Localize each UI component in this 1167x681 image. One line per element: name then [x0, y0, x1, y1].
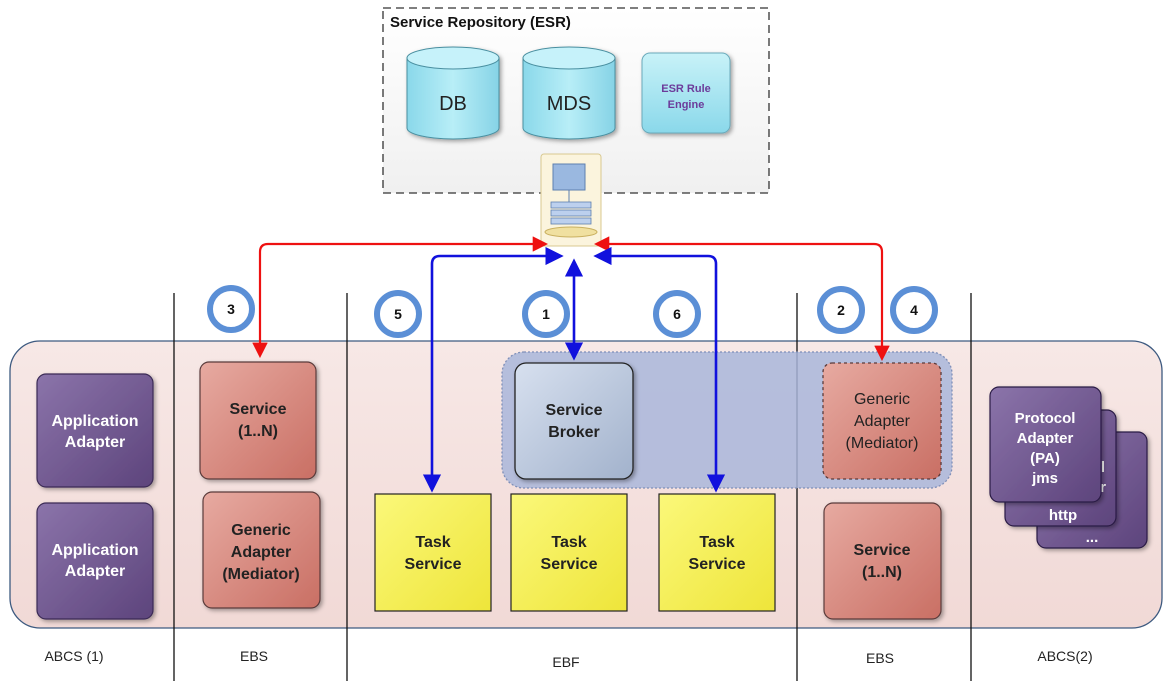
service-broker[interactable]: Service Broker — [514, 362, 634, 480]
ebs-generic-adapter-line2: Adapter — [231, 544, 291, 561]
ebs-generic-adapter-line3: (Mediator) — [222, 566, 299, 583]
task-service-1-line1: Task — [415, 534, 450, 551]
step-4-label: 4 — [910, 302, 918, 318]
server-icon — [540, 153, 602, 247]
task-service-2[interactable]: Task Service — [510, 493, 628, 612]
app-adapter-top-line1: Application — [51, 413, 138, 430]
app-adapter-bottom-line1: Application — [51, 542, 138, 559]
task-service-3[interactable]: Task Service — [658, 493, 776, 612]
ebs2-service-line2: (1..N) — [862, 564, 902, 581]
ebs2-generic-adapter-line2: Adapter — [854, 413, 911, 430]
ebs-service-line2: (1..N) — [238, 423, 278, 440]
protocol-adapter-back-text: ... — [1086, 529, 1099, 546]
ebs-service-line1: Service — [230, 401, 287, 418]
application-adapter-top[interactable]: Application Adapter — [36, 373, 154, 488]
protocol-adapter-front-line3: (PA) — [1030, 450, 1060, 467]
service-broker-line2: Broker — [548, 424, 600, 441]
blue-arrow-to-task-service-1 — [422, 246, 564, 493]
protocol-adapter-front-line1: Protocol — [1015, 410, 1076, 427]
db-cylinder[interactable]: DB — [406, 46, 500, 140]
step-circle-2: 2 — [817, 286, 865, 334]
task-service-3-line2: Service — [689, 556, 746, 573]
app-adapter-top-line2: Adapter — [65, 434, 125, 451]
ebs-generic-adapter-line1: Generic — [231, 522, 291, 539]
mds-label: MDS — [547, 93, 591, 115]
ebs-generic-adapter[interactable]: Generic Adapter (Mediator) — [202, 491, 321, 609]
protocol-adapter-front-line2: Adapter — [1017, 430, 1074, 447]
red-arrow-to-ebs-service — [252, 236, 549, 359]
repository-title: Service Repository (ESR) — [390, 14, 571, 31]
protocol-adapter-mid-partial-1: l — [1101, 459, 1105, 476]
ebs2-generic-adapter-line3: (Mediator) — [846, 435, 919, 452]
protocol-adapter-mid-text: http — [1049, 507, 1077, 524]
lane-label-ebf: EBF — [552, 654, 579, 670]
ebs2-generic-adapter-line1: Generic — [854, 391, 910, 408]
ebs2-service-line1: Service — [854, 542, 911, 559]
blue-arrow-to-task-service-3 — [593, 246, 726, 493]
red-arrow-to-ebs2-adapter — [593, 236, 890, 362]
step-6-label: 6 — [673, 306, 681, 322]
task-service-2-line2: Service — [541, 556, 598, 573]
protocol-adapter-front[interactable]: Protocol Adapter (PA) jms — [989, 386, 1102, 503]
lane-label-ebs-right: EBS — [866, 650, 894, 666]
app-adapter-bottom-line2: Adapter — [65, 563, 125, 580]
step-circle-5: 5 — [374, 290, 422, 338]
service-broker-line1: Service — [546, 402, 603, 419]
ebs-service[interactable]: Service (1..N) — [199, 361, 317, 480]
step-circle-4: 4 — [890, 286, 938, 334]
lane-label-abcs1: ABCS (1) — [44, 648, 103, 664]
rule-engine-line2: Engine — [668, 99, 705, 111]
protocol-adapter-front-line4: jms — [1031, 470, 1058, 487]
step-3-label: 3 — [227, 301, 235, 317]
application-adapter-bottom[interactable]: Application Adapter — [36, 502, 154, 620]
protocol-adapter-mid-partial-2: r — [1100, 479, 1106, 496]
step-circle-3: 3 — [207, 285, 255, 333]
rule-engine-line1: ESR Rule — [661, 83, 711, 95]
step-2-label: 2 — [837, 302, 845, 318]
task-service-1[interactable]: Task Service — [374, 493, 492, 612]
ebs2-generic-adapter[interactable]: Generic Adapter (Mediator) — [822, 362, 942, 480]
service-repository: Service Repository (ESR) DB MDS ESR Rule… — [382, 7, 770, 194]
step-5-label: 5 — [394, 306, 402, 322]
esr-rule-engine[interactable]: ESR Rule Engine — [641, 52, 731, 134]
step-circle-1: 1 — [522, 290, 570, 338]
lane-label-abcs2: ABCS(2) — [1037, 648, 1092, 664]
step-circle-6: 6 — [653, 290, 701, 338]
mds-cylinder[interactable]: MDS — [522, 46, 616, 140]
ebs2-service[interactable]: Service (1..N) — [823, 502, 942, 620]
step-1-label: 1 — [542, 306, 550, 322]
task-service-3-line1: Task — [699, 534, 734, 551]
lane-label-ebs-left: EBS — [240, 648, 268, 664]
db-label: DB — [439, 93, 467, 115]
task-service-1-line2: Service — [405, 556, 462, 573]
task-service-2-line1: Task — [551, 534, 586, 551]
